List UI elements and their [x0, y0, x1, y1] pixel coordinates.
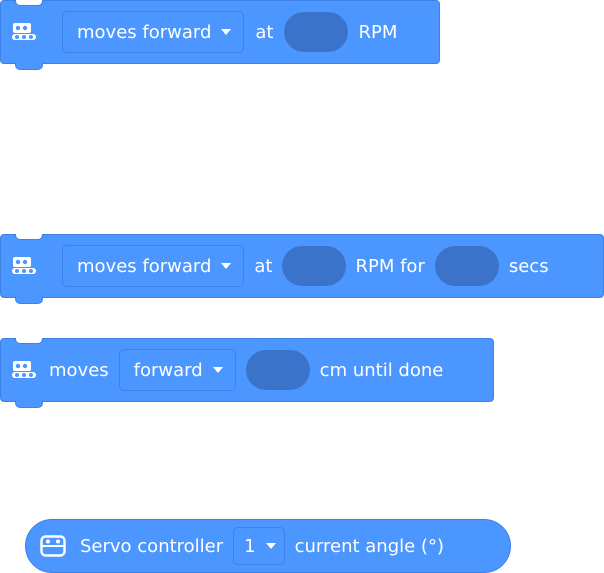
block-notch — [15, 338, 43, 344]
caret-down-icon — [265, 543, 276, 549]
direction-dropdown[interactable]: moves forward — [62, 245, 245, 287]
cm-until-done-label: cm until done — [319, 359, 444, 381]
servo-port-dropdown[interactable]: 1 — [233, 527, 285, 565]
direction-dropdown-label: moves forward — [77, 255, 212, 277]
rpm-unit-label: RPM — [358, 21, 398, 43]
caret-down-icon — [221, 263, 232, 269]
servo-port-value: 1 — [244, 535, 256, 557]
block-tab — [15, 62, 43, 70]
robot-wheels-icon — [12, 23, 36, 40]
seconds-input[interactable] — [434, 246, 499, 286]
moves-label: moves — [49, 359, 109, 381]
distance-input[interactable] — [245, 350, 310, 390]
block-notch — [15, 234, 43, 240]
block-notch — [15, 0, 43, 6]
at-label: at — [255, 21, 274, 43]
caret-down-icon — [221, 29, 232, 35]
direction-dropdown-label: forward — [133, 359, 203, 381]
secs-label: secs — [508, 255, 549, 277]
servo-controller-icon — [40, 535, 66, 557]
rpm-for-label: RPM for — [355, 255, 425, 277]
command-block-move-rpm-secs[interactable]: moves forward at RPM for secs — [0, 234, 604, 304]
block-tab — [15, 400, 43, 408]
robot-wheels-icon — [12, 257, 36, 274]
servo-controller-label: Servo controller — [80, 535, 224, 557]
robot-wheels-icon — [12, 361, 36, 378]
direction-dropdown-label: moves forward — [77, 21, 212, 43]
at-label: at — [254, 255, 273, 277]
current-angle-label: current angle (°) — [294, 535, 444, 557]
caret-down-icon — [212, 367, 223, 373]
command-block-move-rpm[interactable]: moves forward at RPM — [0, 0, 440, 70]
direction-dropdown[interactable]: moves forward — [62, 11, 245, 53]
direction-dropdown[interactable]: forward — [118, 349, 236, 391]
block-tab — [15, 296, 43, 304]
rpm-input[interactable] — [284, 12, 349, 52]
rpm-input[interactable] — [282, 246, 347, 286]
reporter-block-servo-angle[interactable]: Servo controller 1 current angle (°) — [25, 519, 511, 573]
command-block-move-cm[interactable]: moves forward cm until done — [0, 338, 494, 408]
